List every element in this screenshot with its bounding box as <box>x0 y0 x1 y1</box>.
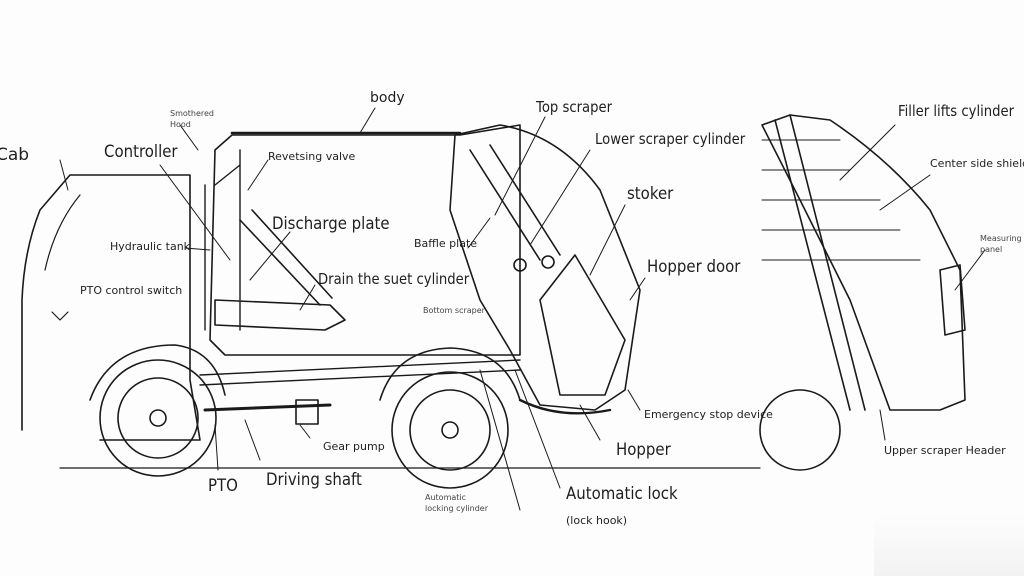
body-outline <box>209 124 521 356</box>
label-emergency-stop: Emergency stop device <box>644 408 773 421</box>
label-smothered-hood: Smothered Hood <box>170 109 215 129</box>
label-body: body <box>370 90 405 106</box>
label-reversing-valve: Revetsing valve <box>268 150 356 163</box>
cab-outline <box>21 174 201 441</box>
closeup-frame <box>774 114 866 411</box>
label-filler-lifts-cylinder: Filler lifts cylinder <box>898 102 1015 120</box>
driving-shaft-line <box>203 403 332 412</box>
cab-mirror <box>51 311 69 321</box>
label-baffle-plate: Baffle plate <box>414 237 478 250</box>
rear-wheel <box>391 371 509 489</box>
label-measuring-panel: Measuring panel <box>980 234 1022 254</box>
label-upper-scraper-header: Upper scraper Header <box>884 444 1006 457</box>
front-wheel <box>99 359 217 477</box>
closeup-wheel <box>759 389 841 471</box>
label-hopper-door: Hopper door <box>647 257 741 277</box>
label-lock-hook: (lock hook) <box>566 514 628 527</box>
chassis-frame <box>199 359 521 386</box>
discharge-plate-frame <box>204 149 241 331</box>
scraper-arm <box>469 144 561 261</box>
label-pto: PTO <box>208 476 238 496</box>
discharge-cylinder <box>239 209 333 306</box>
gear-pump-shape <box>295 399 319 425</box>
label-discharge-plate: Discharge plate <box>272 214 390 234</box>
label-hydraulic-tank: Hydraulic tank <box>110 240 191 253</box>
pivot-1 <box>513 258 527 272</box>
label-pto-control-switch: PTO control switch <box>80 284 183 297</box>
leader-lines <box>59 107 986 511</box>
cab-window <box>44 194 81 271</box>
closeup-panel <box>939 264 966 336</box>
label-automatic-locking-cylinder: Automatic locking cylinder <box>425 493 488 513</box>
label-center-side-shield: Center side shield <box>930 157 1024 170</box>
discharge-plate <box>214 299 346 331</box>
label-controller: Controller <box>104 142 178 162</box>
label-hopper: Hopper <box>616 440 671 460</box>
closeup-lines <box>761 139 921 261</box>
label-gear-pump: Gear pump <box>323 440 385 453</box>
rear-wheel-rim <box>409 389 491 471</box>
front-wheel-hub <box>149 409 167 427</box>
label-top-scraper: Top scraper <box>536 98 613 116</box>
label-bottom-scraper: Bottom scraper <box>423 306 485 315</box>
front-wheel-rim <box>117 377 199 459</box>
label-cab: Cab <box>0 145 30 165</box>
label-lower-scraper-cylinder: Lower scraper cylinder <box>595 130 746 148</box>
front-fender <box>89 344 226 401</box>
corner-shadow <box>874 516 1024 576</box>
label-driving-shaft: Driving shaft <box>266 470 362 490</box>
rear-wheel-hub <box>441 421 459 439</box>
closeup-body <box>761 114 966 411</box>
label-stoker: stoker <box>627 184 674 204</box>
label-automatic-lock: Automatic lock <box>566 484 678 504</box>
label-drain-cylinder: Drain the suet cylinder <box>318 270 470 288</box>
pivot-2 <box>541 255 555 269</box>
hopper-outline <box>449 124 641 411</box>
stoker-plate <box>539 254 626 396</box>
rear-fender <box>379 347 521 401</box>
